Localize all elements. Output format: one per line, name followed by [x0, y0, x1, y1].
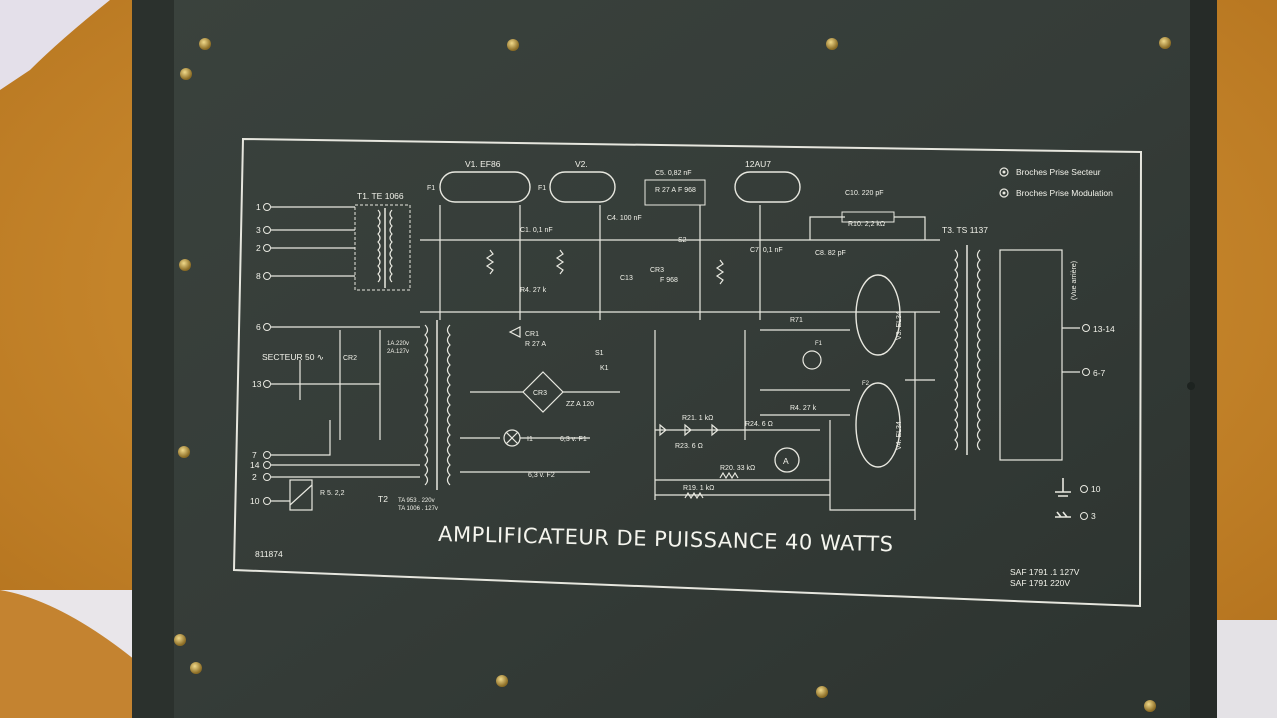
input-pins: 1 3 2 8: [256, 202, 355, 281]
svg-text:10: 10: [1091, 484, 1101, 494]
panel-screws: [174, 37, 1195, 712]
svg-text:14: 14: [250, 460, 260, 470]
schematic-reference: 811874: [255, 549, 283, 559]
floor-right: [1215, 620, 1277, 718]
svg-text:6-7: 6-7: [1093, 368, 1106, 378]
svg-text:R 27 A: R 27 A: [655, 187, 676, 194]
svg-text:R23. 6 Ω: R23. 6 Ω: [675, 443, 703, 450]
svg-text:R 5. 2,2: R 5. 2,2: [320, 490, 345, 497]
svg-text:F2: F2: [862, 381, 870, 387]
transformer-t2: T2 1A.220v 2A.127v TA 953 . 220v TA 1006…: [378, 320, 451, 512]
transformer-t1: T1. TE 1066: [354, 191, 411, 291]
svg-text:ZZ A 120: ZZ A 120: [566, 401, 594, 408]
svg-text:1A.220v: 1A.220v: [387, 341, 409, 347]
svg-text:R10. 2,2 kΩ: R10. 2,2 kΩ: [848, 221, 885, 228]
svg-text:6: 6: [256, 322, 261, 332]
tubes: V1. EF86 F1 V2. F1 12AU7 V3. EL34 V4. EL…: [427, 159, 903, 468]
svg-text:C10. 220 pF: C10. 220 pF: [845, 190, 884, 197]
svg-text:2A.127v: 2A.127v: [387, 349, 409, 355]
svg-text:C8. 82 pF: C8. 82 pF: [815, 250, 846, 257]
svg-text:R20. 33 kΩ: R20. 33 kΩ: [720, 465, 755, 472]
svg-text:R4. 27 k: R4. 27 k: [520, 287, 547, 294]
svg-text:R21. 1 kΩ: R21. 1 kΩ: [682, 415, 713, 422]
svg-text:R 27 A: R 27 A: [525, 341, 546, 348]
svg-text:3: 3: [256, 225, 261, 235]
metal-panel: [132, 0, 1217, 718]
svg-text:T2: T2: [378, 494, 388, 504]
svg-text:10: 10: [250, 496, 260, 506]
svg-text:T3. TS 1137: T3. TS 1137: [942, 225, 988, 235]
svg-text:8: 8: [256, 271, 261, 281]
svg-text:V1. EF86: V1. EF86: [465, 159, 501, 169]
svg-text:C1. 0,1 nF: C1. 0,1 nF: [520, 227, 553, 234]
svg-text:T1. TE 1066: T1. TE 1066: [357, 191, 404, 201]
svg-text:2: 2: [256, 243, 261, 253]
svg-text:CR2: CR2: [343, 355, 357, 362]
fabric-corner: [0, 0, 110, 90]
svg-text:S1: S1: [595, 350, 604, 357]
model-line-2: SAF 1791 220V: [1010, 578, 1070, 588]
svg-text:12AU7: 12AU7: [745, 159, 771, 169]
svg-text:R24. 6 Ω: R24. 6 Ω: [745, 421, 773, 428]
svg-text:V4. EL34: V4. EL34: [896, 421, 903, 450]
svg-text:V2.: V2.: [575, 159, 588, 169]
svg-text:F1: F1: [427, 185, 435, 192]
legend: Broches Prise Secteur Broches Prise Modu…: [999, 167, 1113, 198]
svg-text:TA 1006 . 127v: TA 1006 . 127v: [398, 506, 438, 512]
svg-text:F1: F1: [815, 341, 823, 347]
svg-text:CR3: CR3: [533, 390, 547, 397]
svg-text:A: A: [783, 456, 789, 466]
svg-text:7: 7: [252, 450, 257, 460]
svg-text:Broches Prise Modulation: Broches Prise Modulation: [1016, 188, 1113, 198]
svg-text:R19. 1 kΩ: R19. 1 kΩ: [683, 485, 714, 492]
model-line-1: SAF 1791 .1 127V: [1010, 567, 1080, 577]
svg-text:C4. 100 nF: C4. 100 nF: [607, 215, 642, 222]
svg-text:F 968: F 968: [678, 187, 696, 194]
svg-text:K1: K1: [600, 365, 609, 372]
svg-text:V3. EL34: V3. EL34: [896, 311, 903, 340]
svg-text:R4. 27 k: R4. 27 k: [790, 405, 817, 412]
svg-text:3: 3: [1091, 511, 1096, 521]
svg-text:C5. 0,82 nF: C5. 0,82 nF: [655, 170, 692, 177]
svg-text:13-14: 13-14: [1093, 324, 1115, 334]
svg-text:C7. 0,1 nF: C7. 0,1 nF: [750, 247, 783, 254]
svg-text:1: 1: [256, 202, 261, 212]
svg-text:13: 13: [252, 379, 262, 389]
mains-pins: 6 13 7 14 2 10 SECTEUR 50 ∿ R 5. 2,2 CR2: [250, 322, 420, 511]
svg-text:6,3 v. F2: 6,3 v. F2: [528, 472, 555, 479]
svg-text:Broches Prise Secteur: Broches Prise Secteur: [1016, 167, 1101, 177]
svg-text:CR3: CR3: [650, 267, 664, 274]
svg-text:CR1: CR1: [525, 331, 539, 338]
svg-text:6,3 v. F1: 6,3 v. F1: [560, 436, 587, 443]
lower-components: CR1 R 27 A S1 K1 CR3 ZZ A 120 I1 6,3 v. …: [460, 312, 935, 520]
svg-text:R71: R71: [790, 317, 803, 324]
svg-text:C13: C13: [620, 275, 633, 282]
svg-text:F1: F1: [538, 185, 546, 192]
svg-text:TA 953 . 220v: TA 953 . 220v: [398, 498, 435, 504]
schematic-frame: [232, 137, 1143, 608]
transformer-t3: T3. TS 1137 (Vue arrière) 13-14 6-7: [942, 225, 1115, 461]
svg-text:F 968: F 968: [660, 277, 678, 284]
svg-text:2: 2: [252, 472, 257, 482]
svg-text:(Vue arrière): (Vue arrière): [1071, 261, 1078, 300]
ground-pins: 10 3: [1055, 478, 1101, 521]
upper-components: C5. 0,82 nF R 27 A F 968 C4. 100 nF C1. …: [420, 170, 940, 320]
svg-text:I1: I1: [527, 436, 533, 443]
svg-text:SECTEUR 50 ∿: SECTEUR 50 ∿: [262, 352, 324, 362]
